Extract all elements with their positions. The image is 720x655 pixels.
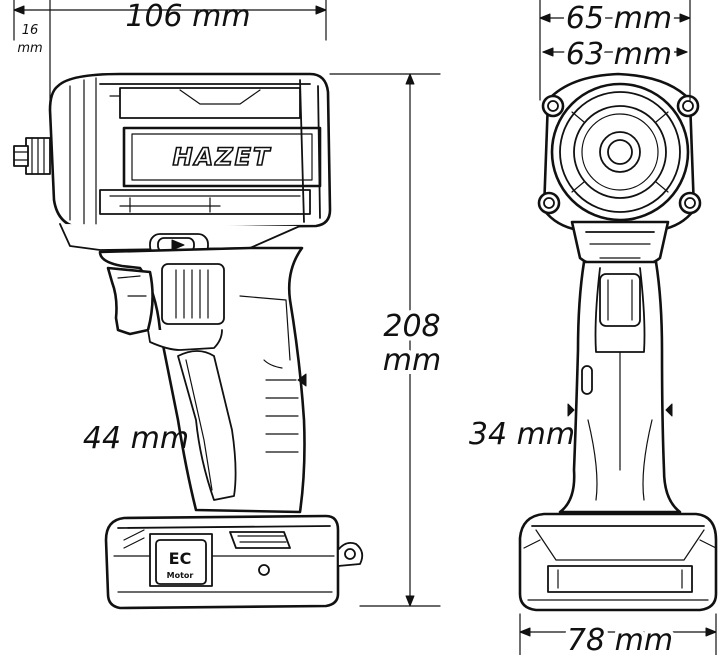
vent-grille bbox=[161, 263, 225, 325]
side-view: HAZET bbox=[13, 72, 364, 610]
dim-height-unit: mm bbox=[383, 343, 441, 378]
dimension-lines bbox=[13, 0, 717, 655]
battery-pack: EC Motor bbox=[104, 514, 364, 610]
battery-badge-line1: EC bbox=[169, 549, 192, 568]
corner-bolts bbox=[537, 94, 702, 215]
dim-width-front-inner: 63 mm bbox=[566, 37, 672, 72]
dim-grip-side: 44 mm bbox=[83, 421, 189, 456]
brand-logo: HAZET bbox=[173, 143, 272, 171]
front-view bbox=[518, 72, 718, 612]
dim-anvil-unit: mm bbox=[17, 41, 42, 56]
front-battery bbox=[518, 512, 718, 612]
dim-width-side: 106 mm bbox=[125, 0, 250, 34]
trigger bbox=[106, 266, 154, 336]
dim-anvil: 16 bbox=[22, 23, 39, 38]
battery-badge-line2: Motor bbox=[167, 571, 194, 580]
dim-width-front-outer: 65 mm bbox=[566, 1, 672, 36]
dim-base-front: 78 mm bbox=[567, 623, 673, 655]
anvil bbox=[13, 137, 51, 175]
dim-height-value: 208 bbox=[383, 309, 440, 344]
dim-grip-front: 34 mm bbox=[469, 417, 575, 452]
